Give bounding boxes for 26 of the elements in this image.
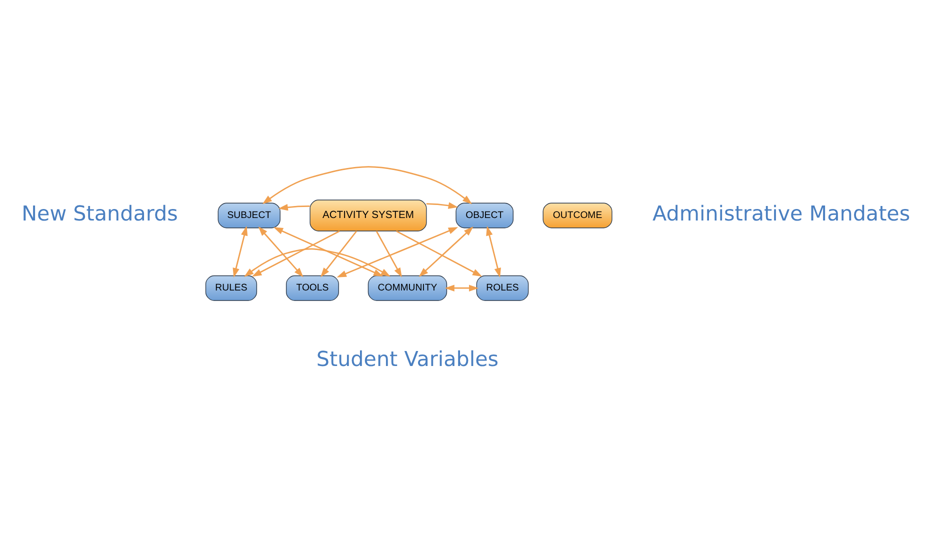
node-box: OBJECT	[456, 202, 514, 228]
label: Administrative Mandates	[652, 202, 910, 226]
arrow	[444, 284, 479, 292]
node-box: ACTIVITY SYSTEM	[310, 200, 427, 232]
arrow	[426, 202, 458, 209]
arrow	[262, 166, 472, 204]
arrow	[273, 227, 384, 276]
arrow	[418, 226, 474, 278]
arrow	[232, 226, 248, 278]
arrow	[258, 226, 304, 278]
arrow	[336, 227, 458, 278]
node-box: ROLES	[476, 275, 529, 301]
node-box: TOOLS	[286, 275, 339, 301]
label: Student Variables	[316, 346, 499, 371]
node-box: COMMUNITY	[368, 275, 448, 301]
node-box: SUBJECT	[218, 202, 280, 228]
arrow	[396, 230, 482, 277]
arrow	[486, 226, 501, 278]
node-box: OUTCOME	[542, 202, 612, 228]
arrow	[244, 248, 391, 277]
arrow	[252, 230, 340, 277]
label: New Standards	[22, 202, 178, 226]
arrow	[320, 230, 358, 278]
arrow	[376, 230, 402, 278]
arrow	[278, 204, 310, 211]
node-box: RULES	[205, 275, 258, 301]
